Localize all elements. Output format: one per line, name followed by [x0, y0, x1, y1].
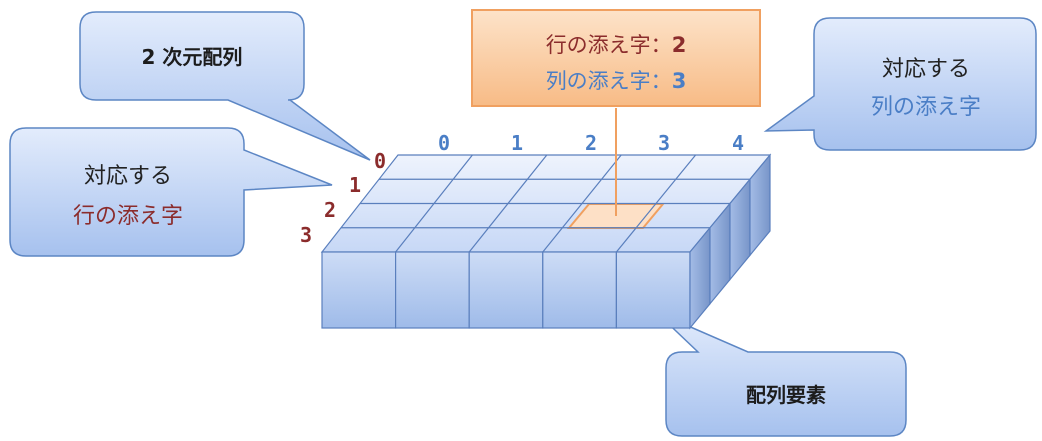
row-indices: 0 1 2 3 — [300, 149, 386, 247]
row-index: 3 — [300, 223, 312, 247]
col-index-label: 列の添え字： — [546, 69, 672, 93]
front-cell — [321, 251, 397, 329]
grid-top-lines — [341, 154, 750, 253]
array-title-text: 2 次元配列 — [142, 45, 243, 69]
row-callout-caption: 対応する — [84, 164, 172, 189]
column-index: 0 — [438, 131, 450, 155]
element-callout-text: 配列要素 — [746, 383, 826, 407]
front-cell — [542, 251, 617, 329]
row-index-line: 行の添え字：2 — [546, 33, 687, 57]
row-index-callout: 対応する 行の添え字 — [9, 127, 333, 257]
column-indices: 0 1 2 3 4 — [438, 131, 744, 155]
row-index: 1 — [349, 173, 361, 197]
col-index-callout: 対応する 列の添え字 — [763, 17, 1037, 151]
grid-front-face — [321, 251, 691, 329]
front-cell — [468, 251, 544, 329]
row-callout-label: 行の添え字 — [73, 204, 183, 229]
front-cell — [395, 251, 470, 329]
array-grid — [320, 153, 772, 330]
column-index: 1 — [511, 131, 523, 155]
front-cell — [615, 251, 691, 329]
row-index-value: 2 — [672, 33, 687, 57]
column-index: 4 — [732, 131, 744, 155]
array-title-callout: 2 次元配列 — [79, 11, 371, 161]
column-index: 2 — [585, 131, 597, 155]
col-index-line: 列の添え字：3 — [546, 69, 687, 93]
element-callout: 配列要素 — [655, 311, 907, 437]
row-index: 0 — [374, 149, 386, 173]
col-callout-caption: 対応する — [882, 57, 970, 82]
col-index-value: 3 — [672, 69, 687, 93]
column-index: 3 — [658, 131, 670, 155]
col-callout-label: 列の添え字 — [871, 95, 981, 120]
row-index: 2 — [324, 198, 336, 222]
row-index-label: 行の添え字： — [546, 33, 672, 57]
grid-side-face — [689, 153, 771, 330]
index-info-box: 行の添え字：2 列の添え字：3 — [471, 9, 761, 216]
